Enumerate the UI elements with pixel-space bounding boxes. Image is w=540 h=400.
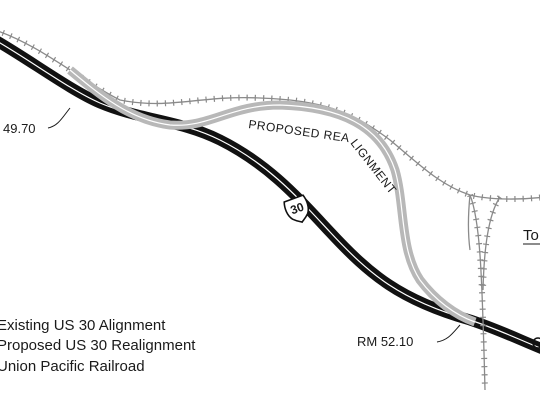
shield-route-number: 30 (289, 199, 307, 217)
rm-west-label: 49.70 (3, 121, 36, 136)
rm-east-leader (436, 324, 461, 343)
legend-item-railroad: Union Pacific Railroad (0, 358, 145, 375)
existing-us30-alignment (0, 36, 540, 354)
proposed-us30-realignment (67, 66, 477, 327)
rm-west-leader (47, 107, 71, 129)
realignment-label-part1: PROPOSED REA (248, 117, 351, 145)
legend-item-proposed: Proposed US 30 Realignment (0, 337, 196, 354)
end-marker-icon (532, 337, 540, 349)
rm-east-label: RM 52.10 (357, 334, 413, 349)
legend: Existing US 30 Alignment Proposed US 30 … (0, 317, 196, 375)
legend-item-existing: Existing US 30 Alignment (0, 317, 166, 334)
town-label-cut: To (523, 227, 539, 244)
us-route-shield-icon: 30 (283, 194, 310, 224)
